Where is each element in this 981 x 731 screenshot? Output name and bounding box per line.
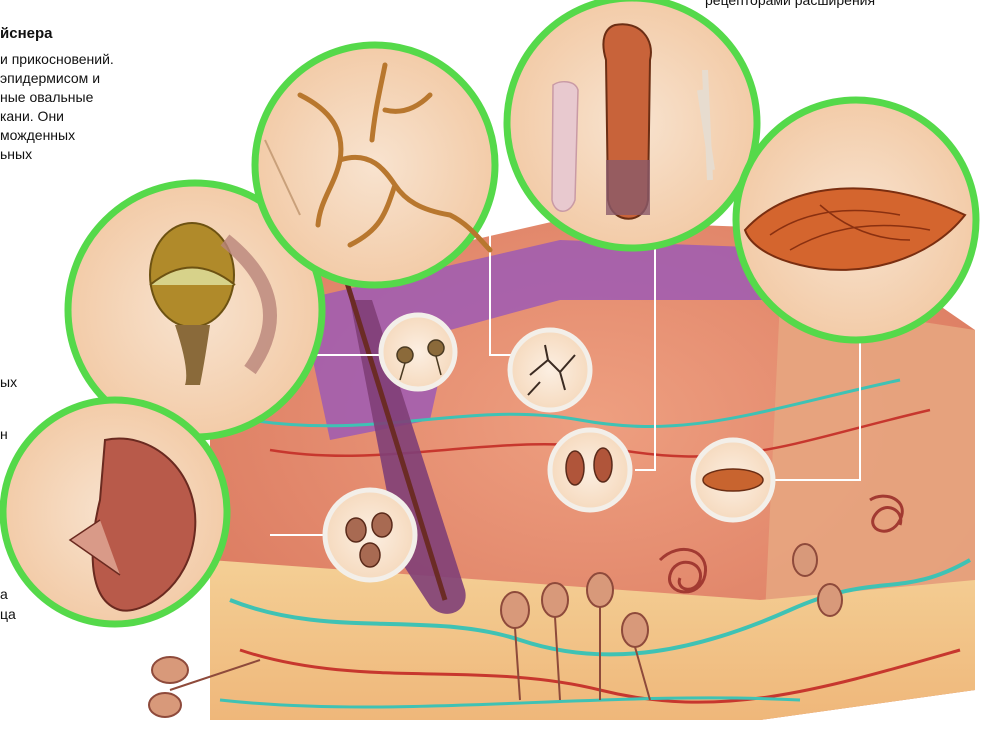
lens-krause-left [3, 400, 227, 624]
left-caption-fragment: н [0, 426, 8, 442]
left-caption-fragment: ых [0, 374, 17, 390]
inset-merkel [381, 315, 455, 389]
top-right-caption: рецепторами расширения [705, 0, 875, 10]
caption-line: можденных [0, 126, 114, 145]
caption-line: ьных [0, 145, 114, 164]
caption-line: и прикосновений. [0, 50, 114, 69]
inset-meissner [550, 430, 630, 510]
lens-free-nerve [255, 45, 495, 285]
lens-merkel-top [507, 0, 757, 248]
lens-ruffini-right [736, 100, 976, 340]
inset-pacinian [325, 490, 415, 580]
inset-ruffini [693, 440, 773, 520]
meissner-caption-body: и прикосновений. эпидермисом и ные оваль… [0, 50, 114, 164]
left-caption-fragment: а [0, 586, 8, 602]
caption-line: эпидермисом и [0, 69, 114, 88]
caption-line: кани. Они [0, 107, 114, 126]
left-caption-fragment: ца [0, 606, 16, 622]
meissner-caption-title: йснера [0, 24, 52, 43]
ruffini-ending-icon [703, 469, 763, 491]
inset-free-endings [510, 330, 590, 410]
caption-line: ные овальные [0, 88, 114, 107]
